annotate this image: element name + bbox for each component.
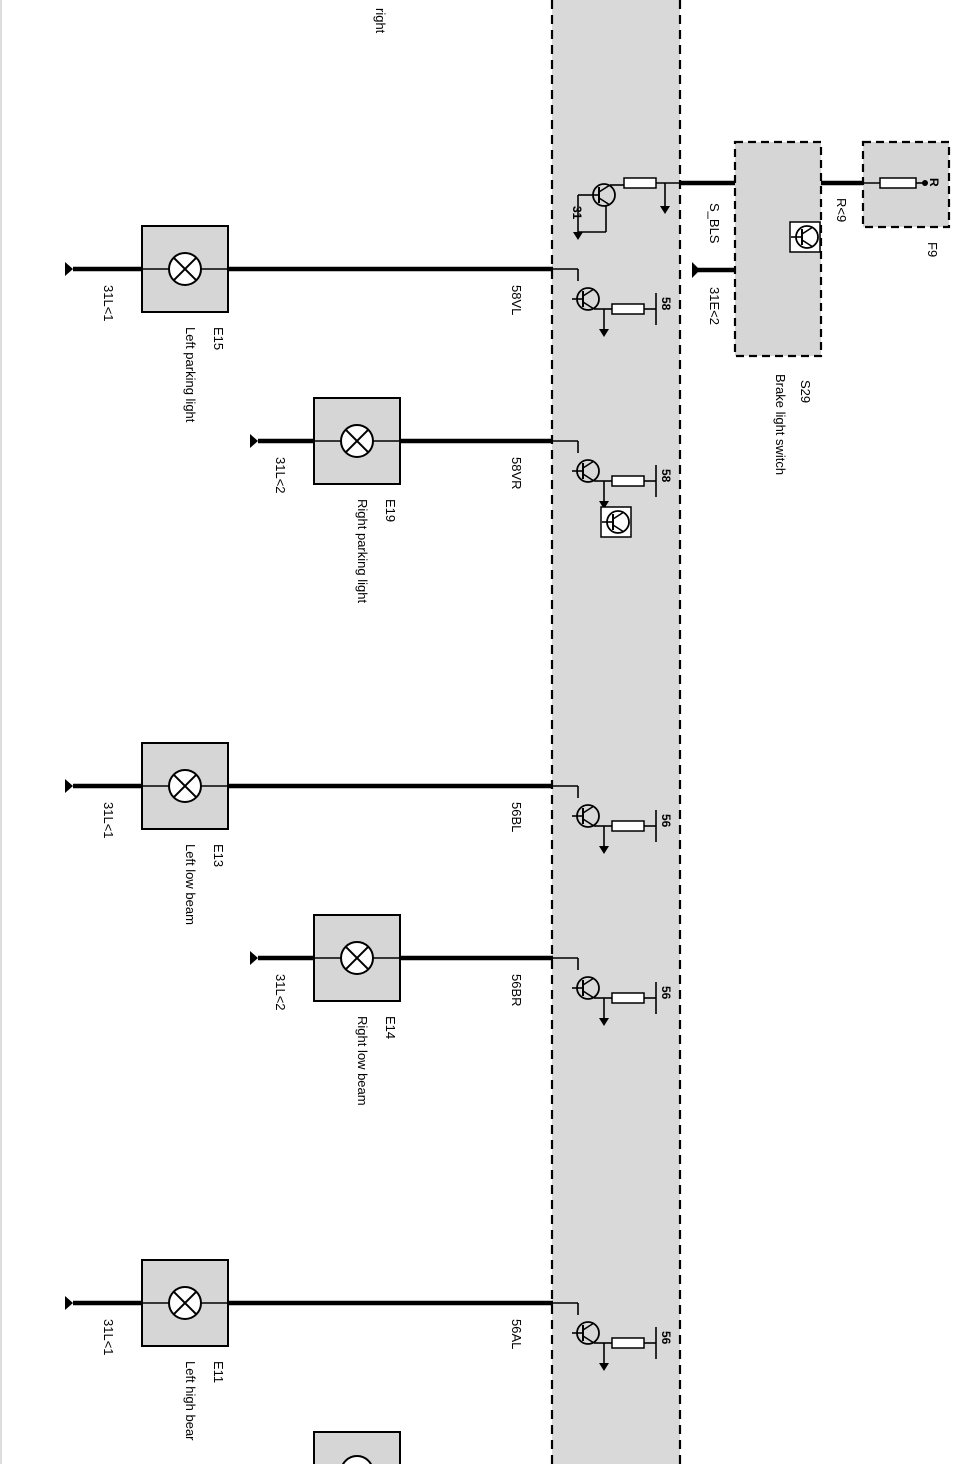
lamp-circuit-e19: [250, 397, 657, 509]
brake-light-switch: S29 Brake light switch: [733, 140, 823, 475]
lamp-id: E11: [211, 1361, 226, 1383]
lamp-icon: [168, 1286, 202, 1320]
resistor-icon: [611, 1337, 645, 1349]
resistor-icon: [611, 475, 645, 487]
switch-supply-label: R<9: [834, 198, 849, 222]
diagnostic-icon: [600, 506, 632, 538]
fuse-terminal: R: [927, 178, 941, 187]
control-module: [550, 0, 682, 1464]
pin-label: 58: [659, 297, 673, 311]
ground-label: 31L<1: [101, 802, 116, 839]
ground-icon: [692, 262, 700, 278]
module-fill: [552, 0, 680, 1464]
lamp-id: E19: [383, 499, 398, 522]
module-input-circuit: 31: [570, 177, 680, 240]
lamp-circuit-e15: [65, 225, 657, 337]
ground-icon: [250, 434, 258, 448]
ground-icon: [65, 1296, 73, 1310]
wire-label: 56AL: [509, 1319, 524, 1349]
switch-id: S29: [798, 380, 813, 403]
header-fragment: right: [373, 8, 388, 34]
wire-label: 56BL: [509, 802, 524, 832]
lamp-name: Left high bear: [183, 1361, 198, 1441]
switch-ground-label: 31E<2: [707, 287, 722, 325]
wire-label: 58VL: [509, 285, 524, 315]
pin-label: 58: [659, 469, 673, 483]
lamp-circuit-e13: [65, 742, 657, 854]
ground-icon: [65, 262, 73, 276]
fuse-icon: [879, 177, 917, 189]
wire-label: 58VR: [509, 457, 524, 490]
lamp-circuit-e11: [65, 1259, 657, 1371]
lamp-circuit-e14: [250, 914, 657, 1026]
pin-label: 56: [659, 814, 673, 828]
switch-name: Brake light switch: [773, 374, 788, 475]
lamp-icon: [168, 252, 202, 286]
module-pin-31: 31: [570, 206, 584, 220]
lamp-id: E13: [211, 844, 226, 867]
wire-label: 56BR: [509, 974, 524, 1007]
ground-icon: [250, 951, 258, 965]
lamp-name: Right parking light: [355, 499, 370, 603]
resistor-icon: [611, 303, 645, 315]
fuse-f9: R F9: [861, 140, 951, 257]
lamp-id: E14: [383, 1016, 398, 1039]
lamp-partial: [313, 1431, 401, 1464]
resistor-icon: [611, 992, 645, 1004]
lamp-partial-icon: [342, 1455, 372, 1464]
lamp-box-partial: [313, 1431, 401, 1464]
ground-label: 31L<2: [273, 974, 288, 1011]
pin-label: 56: [659, 1331, 673, 1345]
signal-s-bls-label: S_BLS: [707, 203, 722, 244]
ground-icon: [65, 779, 73, 793]
lamp-id: E15: [211, 327, 226, 350]
lamp-icon: [340, 941, 374, 975]
ground-label: 31L<1: [101, 285, 116, 322]
fuse-id: F9: [925, 242, 940, 257]
lamp-icon: [168, 769, 202, 803]
lamp-name: Left low beam: [183, 844, 198, 925]
resistor-icon: [611, 820, 645, 832]
ground-label: 31L<1: [101, 1319, 116, 1356]
lamp-name: Left parking light: [183, 327, 198, 423]
pin-label: 56: [659, 986, 673, 1000]
ground-label: 31L<2: [273, 457, 288, 494]
lamp-icon: [340, 424, 374, 458]
lamp-name: Right low beam: [355, 1016, 370, 1106]
